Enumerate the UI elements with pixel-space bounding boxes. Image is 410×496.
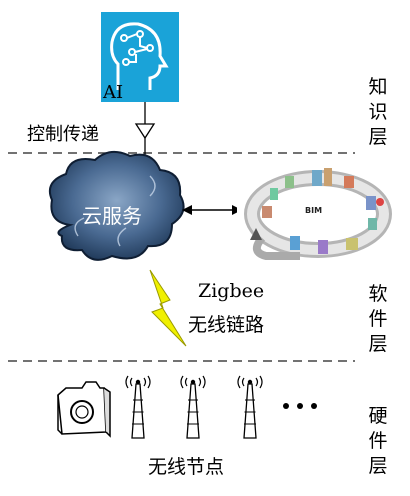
wireless-node-1	[125, 375, 151, 439]
layer-char: 层	[368, 333, 388, 355]
bim-illustration	[237, 163, 393, 266]
layer-char: 知	[368, 76, 388, 98]
lightning-icon	[149, 269, 187, 347]
bim-label: BIM	[305, 206, 323, 215]
wireless-link-label: 无线链路	[188, 314, 265, 336]
layer-label-software: 软 件 层	[367, 282, 389, 357]
wireless-node-3	[237, 375, 263, 439]
layer-char: 层	[368, 455, 388, 477]
camera-icon	[57, 381, 111, 438]
more-nodes-ellipsis	[283, 403, 317, 409]
layer-char: 识	[368, 101, 388, 123]
wireless-node-2	[180, 375, 206, 439]
layer-char: 件	[368, 308, 388, 330]
layer-char: 件	[368, 430, 388, 452]
wireless-nodes-label: 无线节点	[148, 456, 225, 478]
layer-char: 软	[368, 283, 388, 305]
layer-label-knowledge: 知 识 层	[367, 75, 389, 150]
layer-label-hardware: 硬 件 层	[367, 404, 389, 479]
ai-icon	[101, 12, 179, 102]
bidirectional-arrow	[182, 205, 242, 215]
layer-char: 层	[368, 126, 388, 148]
ai-label: AI	[103, 82, 124, 103]
zigbee-label: Zigbee	[198, 280, 265, 302]
layer-char: 硬	[368, 405, 388, 427]
control-transfer-label: 控制传递	[27, 124, 99, 145]
cloud-service-label: 云服务	[82, 204, 142, 228]
cloud-icon	[48, 150, 185, 261]
